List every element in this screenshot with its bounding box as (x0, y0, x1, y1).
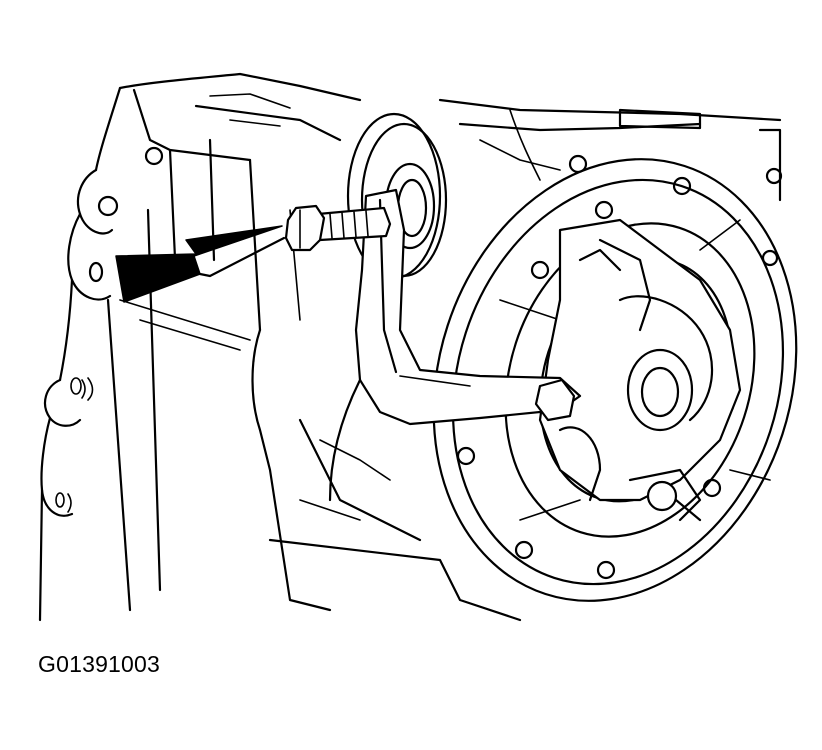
rotor-disc (432, 158, 798, 602)
pointer-arrow (115, 225, 286, 303)
hub-assembly (538, 218, 742, 522)
component-illustration (38, 72, 798, 622)
bracket-arm (328, 188, 582, 502)
engine-housing (38, 72, 522, 622)
figure-code: G01391003 (38, 651, 161, 677)
engine-top-right (438, 98, 783, 202)
bolt (284, 204, 392, 252)
